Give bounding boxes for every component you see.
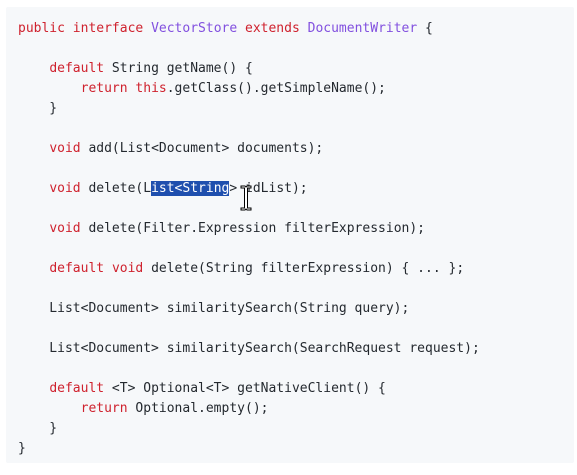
code-token	[18, 181, 49, 196]
code-token: add(List<Document> documents);	[80, 141, 324, 156]
type-token: VectorStore	[151, 21, 245, 36]
keyword-token: default	[49, 261, 105, 276]
keyword-token: void	[49, 181, 81, 196]
code-token	[18, 401, 81, 416]
code-line: default <T> Optional<T> getNativeClient(…	[18, 379, 480, 399]
keyword-token: this	[135, 81, 167, 96]
code-token: String getName() {	[104, 61, 253, 76]
keyword-token: extends	[245, 21, 308, 36]
code-line: }	[18, 99, 480, 119]
code-token: > idList);	[229, 181, 308, 196]
code-token: Optional.empty();	[127, 401, 269, 416]
code-line: default String getName() {	[18, 59, 480, 79]
code-line	[18, 39, 480, 59]
code-token	[18, 381, 49, 396]
code-token: }	[18, 101, 58, 116]
code-token	[104, 261, 112, 276]
code-line: default void delete(String filterExpress…	[18, 259, 480, 279]
code-token: List<Document> similaritySearch(SearchRe…	[18, 341, 480, 356]
keyword-token: void	[111, 261, 144, 276]
code-token	[18, 221, 49, 236]
code-token: .getClass().getSimpleName();	[166, 81, 386, 96]
code-line: public interface VectorStore extends Doc…	[18, 19, 480, 39]
code-token	[18, 141, 49, 156]
code-token: }	[18, 441, 26, 456]
keyword-token: default	[49, 381, 105, 396]
code-line: void add(List<Document> documents);	[18, 139, 480, 159]
code-line	[18, 359, 480, 379]
code-line	[18, 319, 480, 339]
code-token: {	[417, 21, 433, 36]
code-line: }	[18, 419, 480, 439]
code-line	[18, 239, 480, 259]
code-line	[18, 279, 480, 299]
code-line	[18, 119, 480, 139]
code-line: List<Document> similaritySearch(SearchRe…	[18, 339, 480, 359]
keyword-token: interface	[72, 21, 152, 36]
code-line: void delete(List<String> idList);	[18, 179, 480, 199]
keyword-token: void	[49, 221, 81, 236]
code-token: List<Document> similaritySearch(String q…	[18, 301, 410, 316]
code-line: }	[18, 439, 480, 459]
type-token: DocumentWriter	[307, 21, 418, 36]
keyword-token: void	[49, 141, 81, 156]
code-line: List<Document> similaritySearch(String q…	[18, 299, 480, 319]
selected-text: ist<String	[151, 181, 230, 196]
keyword-token: return	[80, 401, 128, 416]
code-line: void delete(Filter.Expression filterExpr…	[18, 219, 480, 239]
code-token: }	[18, 421, 58, 436]
code-token	[18, 61, 49, 76]
code-token: delete(String filterExpression) { ... };	[143, 261, 465, 276]
code-line	[18, 159, 480, 179]
code-token	[18, 81, 81, 96]
code-token: delete(Filter.Expression filterExpressio…	[80, 221, 425, 236]
code-text[interactable]: public interface VectorStore extends Doc…	[18, 19, 480, 459]
text-cursor-icon	[240, 185, 252, 211]
keyword-token: default	[49, 61, 105, 76]
code-line: return this.getClass().getSimpleName();	[18, 79, 480, 99]
code-token: delete(L	[80, 181, 152, 196]
code-token	[18, 261, 49, 276]
keyword-token: public	[18, 21, 73, 36]
code-line: return Optional.empty();	[18, 399, 480, 419]
code-block[interactable]: public interface VectorStore extends Doc…	[6, 7, 574, 463]
code-token: <T> Optional<T> getNativeClient() {	[104, 381, 386, 396]
keyword-token: return	[80, 81, 128, 96]
